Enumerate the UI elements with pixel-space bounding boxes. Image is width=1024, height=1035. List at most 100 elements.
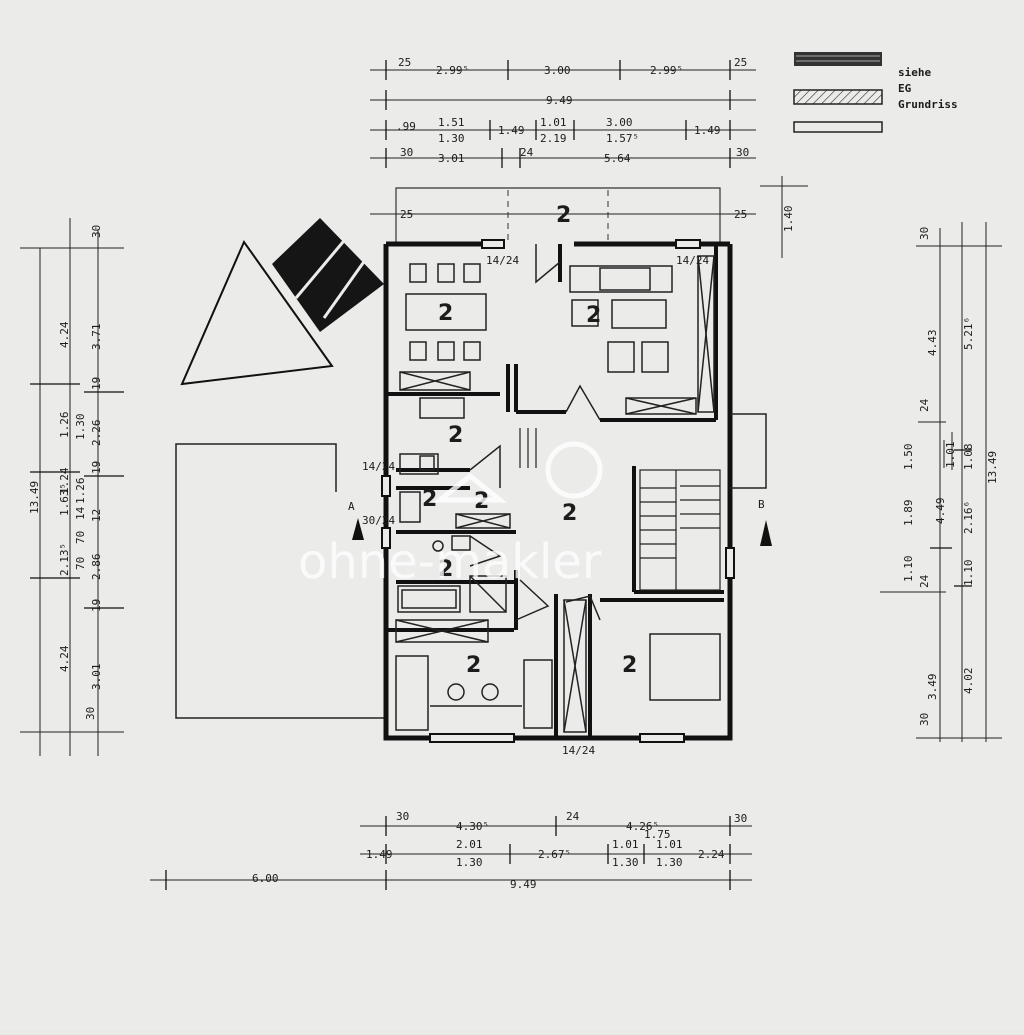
dimension-label: 3.00	[606, 116, 633, 129]
dimension-label: 3.49	[926, 674, 939, 701]
room-number: 2	[438, 557, 453, 582]
dimension-label: 24	[520, 146, 534, 159]
windows	[381, 239, 735, 743]
dimension-label: 19	[90, 599, 103, 612]
dimension-label: 2.26	[90, 420, 103, 447]
legend-line-2: EG	[898, 82, 912, 95]
section-marker-b: B	[758, 498, 772, 546]
dimension-label: 4.49	[934, 498, 947, 525]
dimension-label: 1.10	[902, 556, 915, 583]
balcony-outline	[395, 187, 721, 244]
dimension-label: 30	[918, 713, 931, 726]
dimension-label: 1.40	[782, 206, 795, 233]
dimension-label: 14/24	[486, 254, 519, 267]
dimension-label: 2.86	[90, 554, 103, 581]
dimension-label: 3.01	[438, 152, 465, 165]
dimension-label: 1.30	[438, 132, 465, 145]
bed	[649, 633, 721, 701]
chair	[437, 341, 455, 361]
svg-text:B: B	[758, 498, 765, 511]
legend-swatch-empty	[793, 121, 883, 133]
chair	[463, 341, 481, 361]
dimension-label: 9.49	[546, 94, 573, 107]
dimension-label: 2.99⁵	[436, 64, 469, 77]
dimension-label: 1.49	[498, 124, 525, 137]
dimension-label: 1.08	[962, 444, 975, 471]
dining-table	[405, 293, 487, 331]
terrace-outline	[175, 443, 388, 719]
dimension-label: 13.49	[28, 481, 41, 514]
dimension-label: 1.49	[694, 124, 721, 137]
furniture	[395, 255, 721, 733]
dimension-label: 1.26	[74, 478, 87, 505]
room-number: 2	[422, 487, 437, 512]
dimension-label: 1.75	[644, 828, 671, 841]
dimension-label: 25	[400, 208, 413, 221]
dimension-label: 30	[918, 227, 931, 240]
dimension-ticks	[30, 60, 972, 890]
dimension-label: 3.71	[90, 324, 103, 351]
dimension-label: 4.02	[962, 668, 975, 695]
dimension-label: 4.26⁵	[626, 820, 659, 833]
watermark-house-icon	[432, 472, 508, 503]
watermark-text: ohne-makler	[298, 534, 602, 590]
dimension-label: 14/24	[676, 254, 709, 267]
legend-swatch-solid	[794, 52, 882, 66]
room-number: 2	[586, 303, 601, 328]
watermark-tree-icon	[545, 441, 603, 499]
watermark: ohne-makler	[298, 441, 603, 590]
dimension-label: 14/24	[362, 460, 395, 473]
dimension-label: 1.30	[612, 856, 639, 869]
staircase	[519, 428, 721, 591]
north-arrow-icon	[180, 218, 384, 386]
dimension-label: 1.24	[58, 467, 71, 494]
dimension-label: 12	[90, 509, 103, 522]
dimension-label: 2.67⁵	[538, 848, 571, 861]
chair	[409, 341, 427, 361]
dimension-label: 24	[918, 398, 931, 412]
legend: siehe EG Grundriss	[793, 52, 958, 133]
dimension-label: 1.51	[438, 116, 465, 129]
dimension-label: 5.64	[604, 152, 631, 165]
dimension-label: 2.19	[540, 132, 567, 145]
dimension-label: 1.30	[456, 856, 483, 869]
chair	[463, 263, 481, 283]
dimension-label: 30/24	[362, 514, 395, 527]
dimension-label: 25	[734, 208, 747, 221]
dimension-label: 1.30	[656, 856, 683, 869]
bay-window	[730, 413, 767, 489]
dimension-label: 25	[734, 56, 747, 69]
legend-swatch-hatched	[793, 89, 883, 105]
dimension-label: 24	[918, 574, 931, 588]
legend-line-3: Grundriss	[898, 98, 958, 111]
dimension-lines	[20, 69, 1002, 881]
dimension-label: 4.30⁵	[456, 820, 489, 833]
dimension-label: 3.00	[544, 64, 571, 77]
dimension-label: 6.00	[252, 872, 279, 885]
room-number: 2	[622, 653, 637, 678]
armchair	[607, 341, 635, 373]
dimension-label: 4.43	[926, 330, 939, 357]
dimension-label: 1.01	[656, 838, 683, 851]
legend-line-1: siehe	[898, 66, 931, 79]
dimension-label: 1.30	[74, 414, 87, 441]
dimension-label: 1.50	[902, 444, 915, 471]
dimension-label: 1.26	[58, 412, 71, 439]
dimension-label: 30	[90, 225, 103, 238]
dimension-label: 30	[736, 146, 749, 159]
dimension-label: 19	[90, 461, 103, 474]
dimension-label: 2.16⁶	[962, 501, 975, 534]
dimension-label: 1.01	[612, 838, 639, 851]
room-number: 2	[438, 301, 453, 326]
chair	[437, 263, 455, 283]
dimension-label: 1.49	[366, 848, 393, 861]
dimension-label: 9.49	[510, 878, 537, 891]
dimension-label: 70	[74, 531, 87, 544]
dimension-label: 1.89	[902, 500, 915, 527]
dimension-label: 5.21⁶	[962, 317, 975, 350]
section-marker-a: A	[348, 500, 364, 540]
coffee-table	[611, 299, 667, 329]
